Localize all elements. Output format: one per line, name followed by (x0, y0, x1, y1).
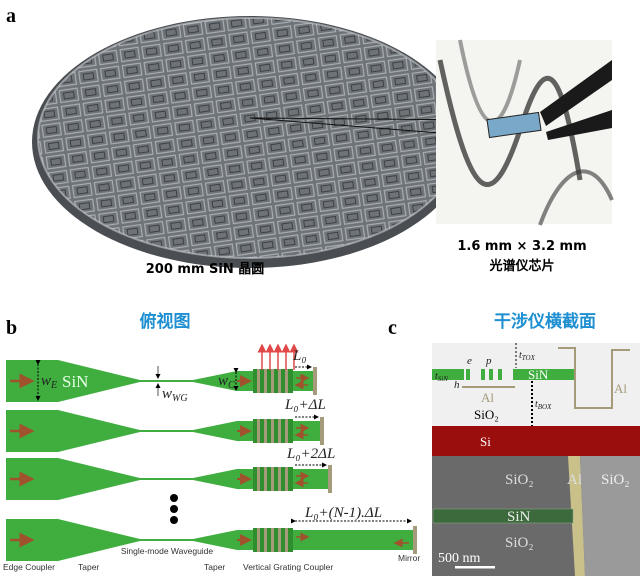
sio2-label: SiO₂ (474, 407, 499, 422)
al-mirror-label: Al (614, 381, 627, 396)
grating-tooth (271, 419, 274, 443)
grating-tooth (264, 528, 267, 552)
grating-tooth (264, 369, 267, 393)
grating-tooth (264, 419, 267, 443)
grating-tooth (257, 528, 260, 552)
tsin-label: tSiN (435, 371, 448, 383)
waveguide-row-1 (6, 410, 320, 452)
mirror (313, 367, 317, 395)
top-view-title: 俯视图 (140, 311, 191, 332)
grating-tooth (285, 419, 288, 443)
sin-layer-label: SiN (528, 367, 549, 382)
grating-tooth (264, 467, 267, 491)
grating-tooth (278, 528, 281, 552)
grating-tooth (257, 467, 260, 491)
edge-coupler-label: Edge Coupler (3, 562, 55, 572)
grating-tooth (257, 369, 260, 393)
mirror-label: Mirror (398, 553, 420, 563)
h-label: h (454, 379, 460, 391)
sin-label: SiN (62, 372, 88, 391)
sem-sin: SiN (507, 509, 531, 525)
ttox-label: tTOX (519, 350, 536, 362)
chip-caption: 光谱仪芯片 (488, 258, 554, 274)
ellipsis-dots (170, 494, 178, 524)
mirror (328, 465, 332, 493)
length-label-3: L₀+(N-1).ΔL (304, 505, 382, 521)
grating-tooth (257, 419, 260, 443)
sem-sio2-top: SiO₂ (505, 472, 534, 488)
waveguide-row-2 (6, 458, 328, 500)
panel-label-a: a (6, 5, 16, 27)
sem-sio2-right: SiO₂ (601, 472, 630, 488)
spectrometer-chip (486, 111, 542, 139)
e-label: e (467, 355, 472, 367)
scale-bar-label: 500 nm (438, 551, 481, 566)
grating-tooth (278, 419, 281, 443)
cross-section-title: 干涉仪横截面 (494, 311, 596, 332)
taper-label-left: Taper (78, 562, 99, 572)
waveguide-row-0 (6, 360, 313, 402)
si-substrate (432, 426, 640, 456)
length-label-0: L₀ (292, 348, 307, 364)
p-label: p (485, 355, 492, 367)
grating-tooth (278, 467, 281, 491)
si-label: Si (480, 434, 491, 449)
waveguide-row-3 (6, 519, 413, 561)
grating-tooth (278, 369, 281, 393)
length-label-1: L₀+ΔL (284, 397, 326, 413)
grating-tooth (285, 467, 288, 491)
chip-inset-photo (436, 39, 614, 226)
wwg-label: wWG (162, 386, 188, 404)
sem-sio2-bottom: SiO₂ (505, 535, 534, 551)
we-label: wE (41, 373, 57, 391)
grating-tooth (271, 528, 274, 552)
waveguide-label: Single-mode Waveguide (121, 546, 214, 556)
taper-label-right: Taper (204, 562, 225, 572)
grating-coupler-label: Vertical Grating Coupler (243, 562, 333, 572)
interferometer-rows (6, 360, 417, 561)
wc-label: wC (218, 373, 235, 391)
chip-size: 1.6 mm × 3.2 mm (457, 239, 586, 254)
grating-tooth (285, 369, 288, 393)
length-label-2: L₀+2ΔL (286, 446, 335, 462)
grating-tooth (285, 528, 288, 552)
al-grating-label: Al (481, 390, 494, 405)
panel-label-b: b (6, 317, 17, 339)
mirror (320, 417, 324, 445)
sem-al: Al (567, 472, 582, 488)
panel-label-c: c (388, 317, 397, 339)
tbox-label: tBOX (535, 399, 552, 411)
wafer-photo (32, 16, 491, 268)
mirror (413, 526, 417, 554)
wafer-caption: 200 mm SiN 晶圆 (146, 262, 265, 277)
grating-tooth (271, 369, 274, 393)
grating-tooth (271, 467, 274, 491)
cross-section-schematic (432, 343, 640, 576)
emission-arrows (257, 343, 299, 370)
